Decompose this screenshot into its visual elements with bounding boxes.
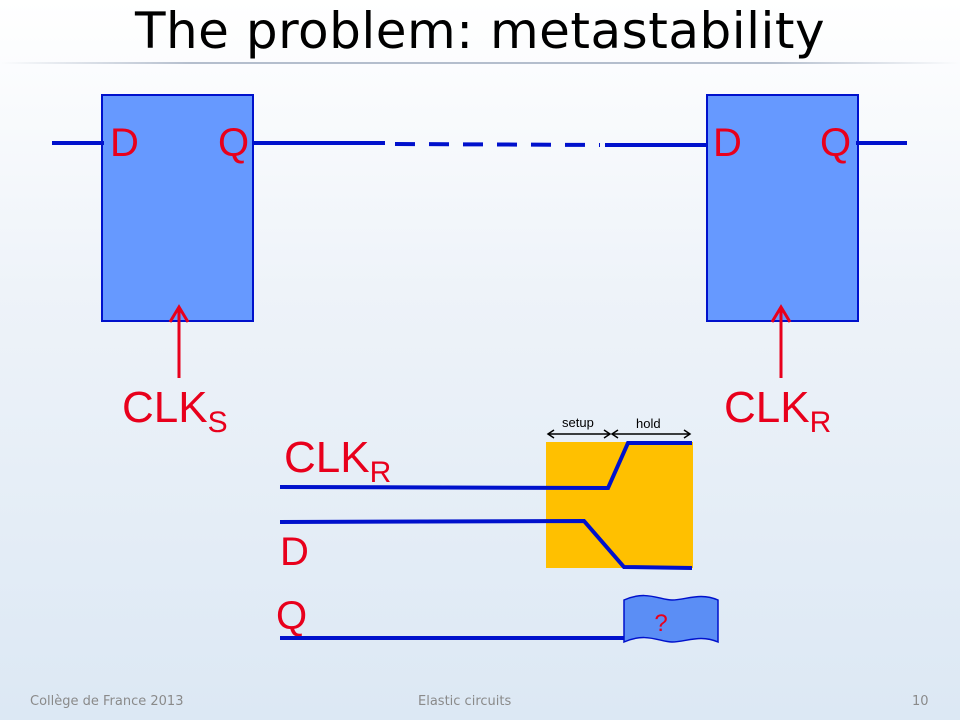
flipflop-left-box (101, 94, 254, 322)
flipflop-right-q-label: Q (820, 121, 851, 165)
flipflop-left-q-label: Q (218, 121, 249, 165)
hold-arrow (610, 429, 692, 439)
footer-course: Elastic circuits (418, 694, 512, 709)
flipflop-right-box (706, 94, 859, 322)
hold-label: hold (636, 416, 661, 431)
setup-arrow (546, 429, 612, 439)
unknown-state-flag (623, 594, 719, 644)
setup-label: setup (562, 415, 594, 430)
connecting-wire-dashed (394, 142, 601, 147)
footer-institution: Collège de France 2013 (30, 694, 184, 709)
flipflop-left-d-label: D (110, 121, 139, 165)
timing-clk-label: CLKR (284, 433, 391, 489)
clock-label-sender: CLKS (122, 383, 228, 439)
timing-q-label: Q (276, 594, 307, 638)
unknown-state-label: ? (654, 610, 667, 637)
page-title: The problem: metastability (134, 2, 826, 60)
clock-arrow-right (770, 304, 792, 378)
clock-arrow-left (168, 304, 190, 378)
footer-page-number: 10 (912, 694, 929, 709)
flipflop-right-d-label: D (713, 121, 742, 165)
d-waveform (279, 518, 693, 570)
clock-label-receiver: CLKR (724, 383, 831, 439)
clk-waveform (279, 441, 692, 491)
timing-d-label: D (280, 530, 309, 574)
title-divider (0, 62, 960, 64)
